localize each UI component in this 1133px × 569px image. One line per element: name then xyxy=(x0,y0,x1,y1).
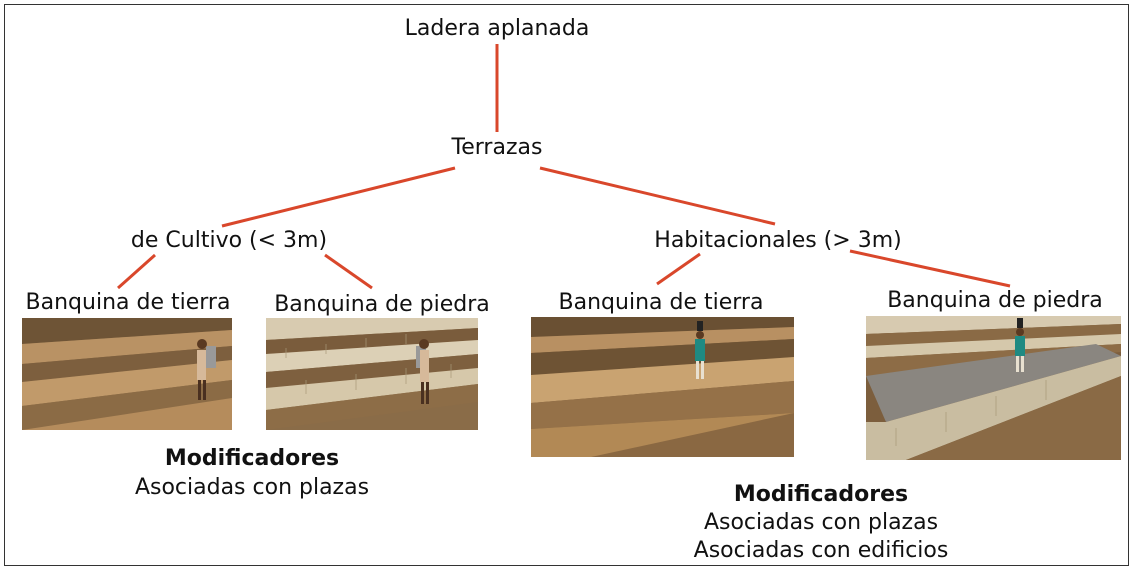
node-cultivo-piedra: Banquina de piedra xyxy=(274,292,490,317)
node-root: Ladera aplanada xyxy=(404,16,590,41)
line-hab-piedra xyxy=(849,249,1011,288)
figure-icon xyxy=(197,339,216,400)
node-habitacional: Habitacionales (> 3m) xyxy=(654,228,902,253)
cultivo-mod-title: Modificadores xyxy=(164,446,340,471)
node-cultivo-tierra: Banquina de tierra xyxy=(25,290,231,315)
line-hab-tierra xyxy=(656,252,701,286)
node-cultivo: de Cultivo (< 3m) xyxy=(130,228,328,253)
figure-icon xyxy=(416,339,429,404)
node-terrazas: Terrazas xyxy=(451,135,543,160)
figure-icon xyxy=(695,321,705,379)
line-cultivo-piedra xyxy=(324,253,373,290)
hab-mod-item: Asociadas con edificios xyxy=(693,538,949,563)
line-terrazas-cultivo xyxy=(221,166,456,228)
hab-mod-title: Modificadores xyxy=(733,482,909,507)
hab-mod-item: Asociadas con plazas xyxy=(703,510,939,535)
cultivo-piedra-illustration xyxy=(266,318,478,430)
line-terrazas-habitacional xyxy=(539,166,776,226)
hab-tierra-illustration xyxy=(531,317,794,457)
cultivo-mod-item: Asociadas con plazas xyxy=(134,475,370,500)
node-hab-tierra: Banquina de tierra xyxy=(558,290,764,315)
line-cultivo-tierra xyxy=(117,253,156,290)
hab-piedra-illustration xyxy=(866,316,1121,460)
node-hab-piedra: Banquina de piedra xyxy=(887,288,1103,313)
diagram-frame xyxy=(4,4,1129,566)
cultivo-tierra-illustration xyxy=(22,318,232,430)
figure-icon xyxy=(1015,318,1025,372)
